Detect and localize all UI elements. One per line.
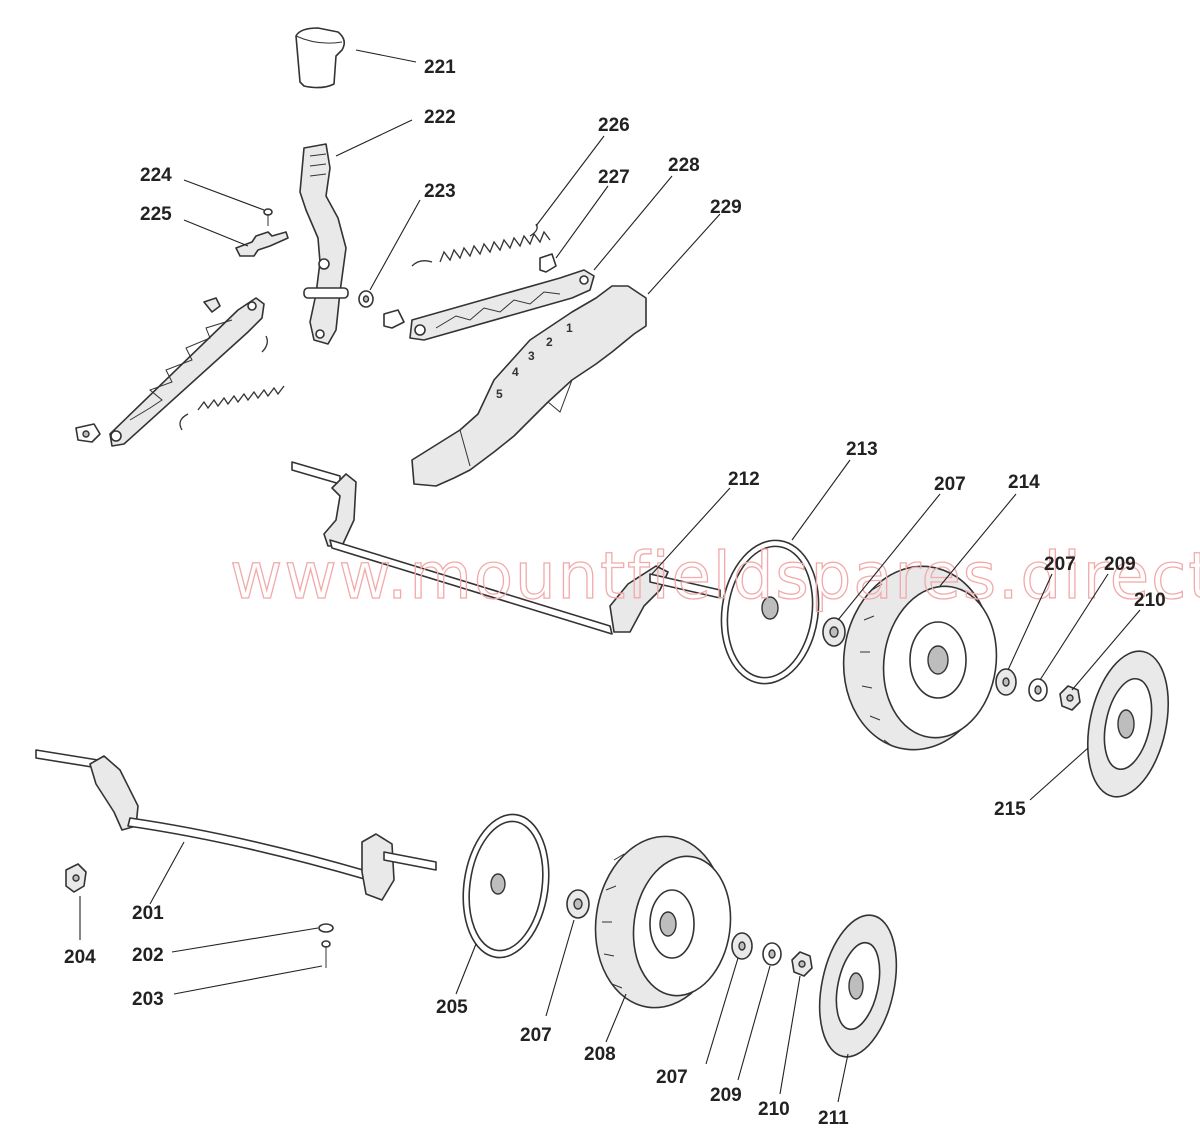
part-225-clip <box>235 231 289 257</box>
part-203-screw <box>321 940 331 968</box>
part-210-nut-front <box>791 951 813 977</box>
part-210-nut-rear <box>1059 685 1081 711</box>
part-222-height-adjust-lever <box>299 143 349 345</box>
label-204: 204 <box>64 947 96 968</box>
watermark-text: www.mountfieldspares.direct <box>230 540 1200 614</box>
part-209-washer-front <box>762 942 782 966</box>
part-227-cap <box>383 253 557 329</box>
part-202-washer <box>318 923 334 933</box>
part-223-washer <box>358 290 374 308</box>
label-207-a: 207 <box>934 474 966 495</box>
part-215-wheel-cover <box>1086 650 1170 798</box>
part-214-rear-wheel <box>842 565 998 751</box>
part-224-screw <box>263 208 273 226</box>
part-207-gear-rear-outer <box>995 668 1017 696</box>
height-scale-2: 2 <box>546 335 553 349</box>
part-211-wheel-cover <box>818 914 898 1058</box>
part-229-height-scale-cover: 1 2 3 4 5 <box>411 285 647 487</box>
part-221-height-lever-knob <box>295 27 346 89</box>
part-207-gear-front <box>566 889 590 919</box>
label-210-b: 210 <box>758 1099 790 1120</box>
label-209-b: 209 <box>710 1085 742 1106</box>
part-204-clip <box>65 863 87 893</box>
part-209-washer-rear <box>1028 678 1048 702</box>
label-207-d: 207 <box>656 1067 688 1088</box>
label-215: 215 <box>994 799 1026 820</box>
part-226-spring <box>411 223 551 267</box>
label-209-a: 209 <box>1104 554 1136 575</box>
rear-height-link-arm <box>75 297 265 447</box>
label-201: 201 <box>132 903 164 924</box>
height-scale-5: 5 <box>496 387 503 401</box>
height-scale-4: 4 <box>512 365 519 379</box>
label-226: 226 <box>598 115 630 136</box>
label-207-b: 207 <box>1044 554 1076 575</box>
part-228-height-link <box>409 269 595 341</box>
label-207-c: 207 <box>520 1025 552 1046</box>
label-225: 225 <box>140 204 172 225</box>
label-210-a: 210 <box>1134 590 1166 611</box>
label-227: 227 <box>598 167 630 188</box>
label-212: 212 <box>728 469 760 490</box>
label-211: 211 <box>818 1108 849 1129</box>
label-221: 221 <box>424 57 456 78</box>
part-212-rear-axle <box>291 461 721 635</box>
part-number-labels: 221 222 223 224 225 226 227 228 229 212 … <box>64 57 1166 1129</box>
label-214: 214 <box>1008 472 1040 493</box>
leader-lines <box>79 49 1141 1103</box>
height-scale-3: 3 <box>528 349 535 363</box>
label-213: 213 <box>846 439 878 460</box>
label-208: 208 <box>584 1044 616 1065</box>
part-201-front-axle <box>35 749 437 901</box>
label-228: 228 <box>668 155 700 176</box>
label-224: 224 <box>140 165 172 186</box>
part-207-gear-rear <box>822 617 846 647</box>
label-202: 202 <box>132 945 164 966</box>
rear-spring <box>179 335 285 431</box>
label-223: 223 <box>424 181 456 202</box>
label-203: 203 <box>132 989 164 1010</box>
label-205: 205 <box>436 997 468 1018</box>
height-scale-1: 1 <box>566 321 573 335</box>
part-207-gear-front-outer <box>731 932 753 960</box>
part-208-front-wheel <box>594 835 732 1009</box>
label-229: 229 <box>710 197 742 218</box>
part-213-hub-cap-plate <box>720 539 820 685</box>
label-222: 222 <box>424 107 456 128</box>
part-205-hub-cap-plate <box>462 813 550 959</box>
